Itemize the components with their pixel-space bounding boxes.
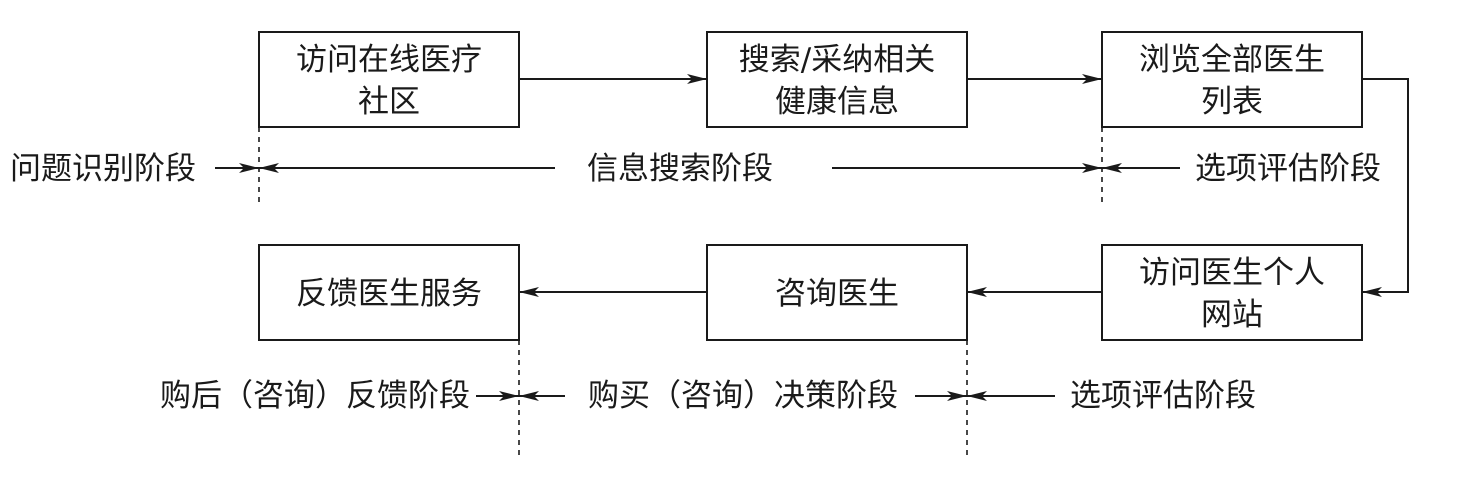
- node-browse-doctors-line1: 浏览全部医生: [1139, 42, 1325, 78]
- node-feedback-service: 反馈医生服务: [258, 244, 520, 341]
- stage-option-evaluation-top: 选项评估阶段: [1195, 151, 1381, 187]
- stage-purchase-decision: 购买（咨询）决策阶段: [588, 378, 898, 414]
- node-visit-doctor-site-line2: 网站: [1201, 297, 1263, 333]
- stage-problem-recognition: 问题识别阶段: [10, 151, 196, 187]
- node-visit-community: 访问在线医疗 社区: [258, 31, 520, 128]
- node-search-info-line1: 搜索/采纳相关: [739, 42, 935, 78]
- node-feedback-service-label: 反馈医生服务: [296, 276, 482, 312]
- flow-arrow-browse-to-doctor-site: [1362, 78, 1409, 297]
- node-consult-doctor-label: 咨询医生: [775, 276, 899, 312]
- stage-information-search: 信息搜索阶段: [587, 151, 773, 187]
- node-visit-community-line2: 社区: [358, 84, 420, 120]
- node-consult-doctor: 咨询医生: [706, 244, 968, 341]
- node-search-info: 搜索/采纳相关 健康信息: [706, 31, 968, 128]
- stage-post-purchase-feedback: 购后（咨询）反馈阶段: [160, 378, 470, 414]
- node-search-info-line2: 健康信息: [775, 84, 899, 120]
- node-visit-doctor-site-line1: 访问医生个人: [1139, 255, 1325, 291]
- node-browse-doctors: 浏览全部医生 列表: [1101, 31, 1363, 128]
- node-visit-doctor-site: 访问医生个人 网站: [1101, 244, 1363, 341]
- node-visit-community-line1: 访问在线医疗: [296, 42, 482, 78]
- stage-option-evaluation-bottom: 选项评估阶段: [1070, 378, 1256, 414]
- node-browse-doctors-line2: 列表: [1201, 84, 1263, 120]
